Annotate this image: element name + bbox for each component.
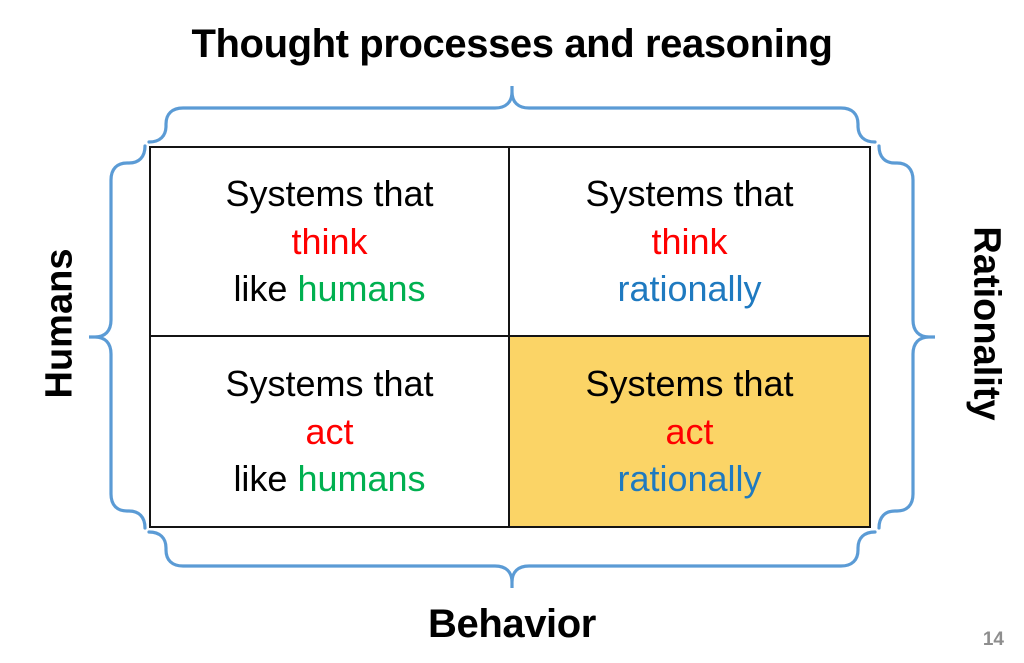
axis-label-bottom: Behavior [428, 602, 596, 646]
cell-text-verb: act [665, 410, 714, 452]
cell-text-verb: think [291, 220, 368, 262]
cell-text-like: like [233, 268, 298, 310]
cell-line-2: act [305, 408, 353, 456]
cell-line-1: Systems that [585, 170, 793, 218]
cell-line-2: act [665, 408, 713, 456]
cell-text-systems-that: Systems that [585, 362, 794, 404]
cell-text-verb: think [651, 220, 728, 262]
cell-line-1: Systems that [225, 170, 433, 218]
left-brace-icon [89, 144, 147, 530]
cell-line-3: like humans [233, 455, 425, 503]
cell-text-systems-that: Systems that [225, 172, 434, 214]
cell-text-humans: humans [297, 458, 426, 500]
page-number: 14 [982, 629, 1004, 650]
right-brace-icon [877, 144, 935, 530]
matrix-cell-think-like-humans: Systems that think like humans [151, 148, 510, 337]
bottom-brace-icon [147, 530, 877, 588]
cell-text-systems-that: Systems that [225, 362, 434, 404]
cell-text-rationally: rationally [617, 268, 762, 310]
cell-line-2: think [651, 218, 727, 266]
ai-definitions-matrix: Systems that think like humans Systems t… [149, 146, 871, 528]
cell-line-3: rationally [617, 455, 761, 503]
cell-line-1: Systems that [585, 360, 793, 408]
top-brace-icon [147, 86, 877, 144]
cell-line-3: rationally [617, 265, 761, 313]
cell-text-rationally: rationally [617, 458, 762, 500]
axis-label-right: Rationality [965, 226, 1008, 421]
cell-text-humans: humans [297, 268, 426, 310]
cell-line-3: like humans [233, 265, 425, 313]
cell-text-verb: act [305, 410, 354, 452]
cell-line-1: Systems that [225, 360, 433, 408]
matrix-cell-act-like-humans: Systems that act like humans [151, 337, 510, 526]
cell-text-like: like [233, 458, 298, 500]
cell-text-systems-that: Systems that [585, 172, 794, 214]
matrix-cell-think-rationally: Systems that think rationally [510, 148, 869, 337]
matrix-cell-act-rationally: Systems that act rationally [510, 337, 869, 526]
axis-label-top: Thought processes and reasoning [191, 22, 833, 66]
axis-label-left: Humans [38, 248, 81, 399]
cell-line-2: think [291, 218, 367, 266]
